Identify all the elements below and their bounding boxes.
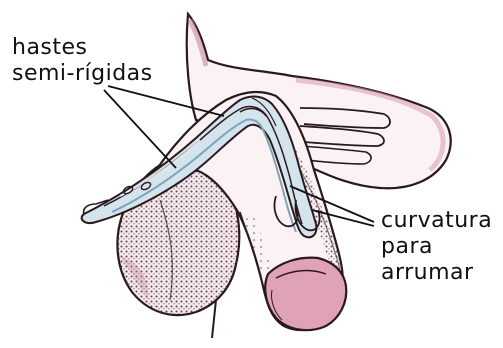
label-rods-line2: semi-rígidas bbox=[12, 62, 153, 86]
glans bbox=[265, 258, 346, 331]
label-bend-line1: curvatura bbox=[381, 209, 492, 233]
label-bend-line2: para bbox=[381, 235, 433, 259]
label-bend-line3: arrumar bbox=[381, 261, 474, 285]
label-rods-line1: hastes bbox=[12, 36, 88, 60]
